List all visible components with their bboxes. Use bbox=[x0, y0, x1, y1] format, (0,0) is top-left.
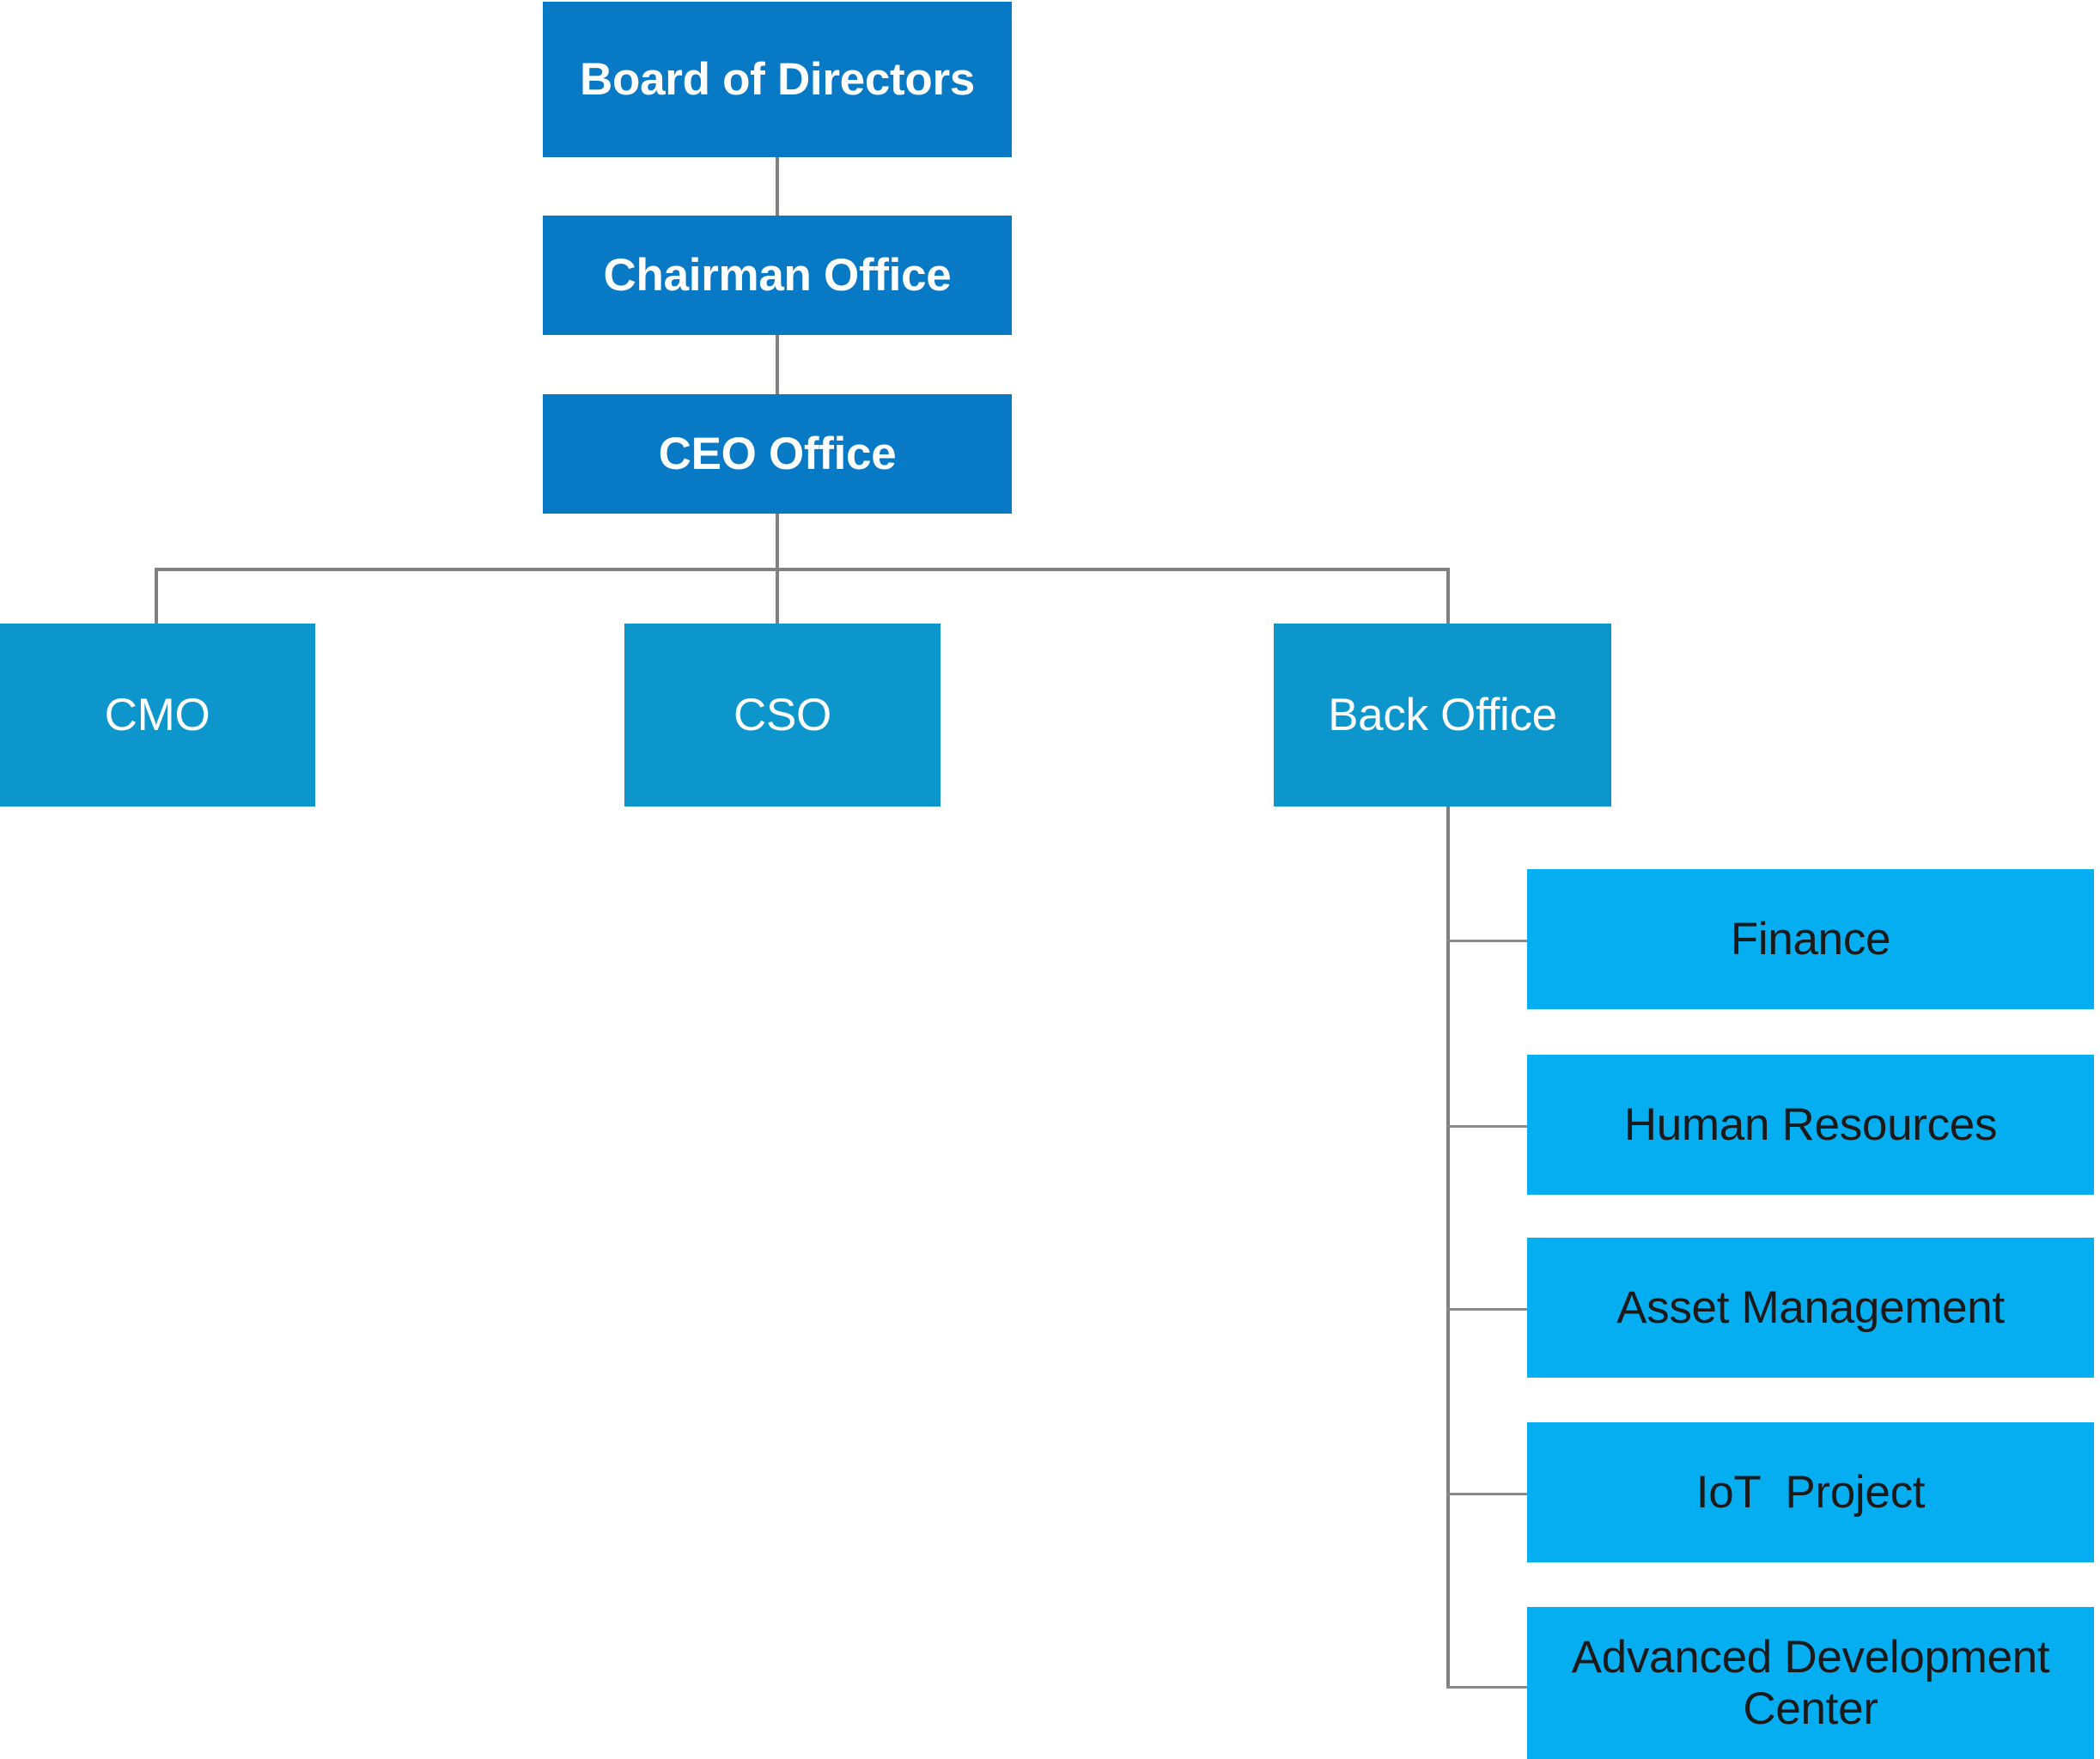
node-finance[interactable]: Finance bbox=[1527, 869, 2094, 1009]
node-asset-management[interactable]: Asset Management bbox=[1527, 1238, 2094, 1378]
connector-stub-iot-project bbox=[1446, 1493, 1529, 1495]
node-finance-label: Finance bbox=[1730, 913, 1891, 965]
node-cmo[interactable]: CMO bbox=[0, 624, 315, 806]
node-ceo-office-label: CEO Office bbox=[658, 428, 897, 479]
connector-stub-human-resources bbox=[1446, 1125, 1529, 1128]
connector-stub-asset-management bbox=[1446, 1308, 1529, 1311]
connector-stub-advanced-development-center bbox=[1446, 1686, 1529, 1689]
node-ceo-office[interactable]: CEO Office bbox=[543, 394, 1012, 514]
node-chairman-office[interactable]: Chairman Office bbox=[543, 216, 1012, 335]
connector-bus-to-cso bbox=[776, 568, 779, 624]
node-cso[interactable]: CSO bbox=[624, 624, 940, 806]
node-cmo-label: CMO bbox=[104, 689, 210, 740]
node-iot-project-label: IoT Project bbox=[1695, 1466, 1926, 1518]
connector-board-to-chairman bbox=[776, 157, 779, 216]
connector-ceo-drop bbox=[776, 514, 779, 571]
node-board-of-directors[interactable]: Board of Directors bbox=[543, 2, 1012, 157]
connector-back-office-spine bbox=[1446, 804, 1450, 1689]
node-human-resources-label: Human Resources bbox=[1623, 1099, 1998, 1150]
connector-stub-finance bbox=[1446, 940, 1529, 942]
node-iot-project[interactable]: IoT Project bbox=[1527, 1422, 2094, 1562]
node-human-resources[interactable]: Human Resources bbox=[1527, 1055, 2094, 1195]
connector-chairman-to-ceo bbox=[776, 335, 779, 395]
connector-bus-to-back-office bbox=[1446, 568, 1450, 624]
node-board-of-directors-label: Board of Directors bbox=[580, 53, 975, 105]
connector-bus-to-cmo bbox=[155, 568, 158, 624]
node-cso-label: CSO bbox=[733, 689, 831, 740]
node-asset-management-label: Asset Management bbox=[1616, 1281, 2005, 1333]
node-advanced-development-center[interactable]: Advanced Development Center bbox=[1527, 1607, 2094, 1759]
node-back-office-label: Back Office bbox=[1328, 689, 1557, 740]
node-back-office[interactable]: Back Office bbox=[1274, 624, 1611, 806]
connector-officer-bus bbox=[155, 568, 1450, 571]
node-advanced-development-center-label: Advanced Development Center bbox=[1571, 1632, 2062, 1734]
node-chairman-office-label: Chairman Office bbox=[603, 249, 952, 301]
